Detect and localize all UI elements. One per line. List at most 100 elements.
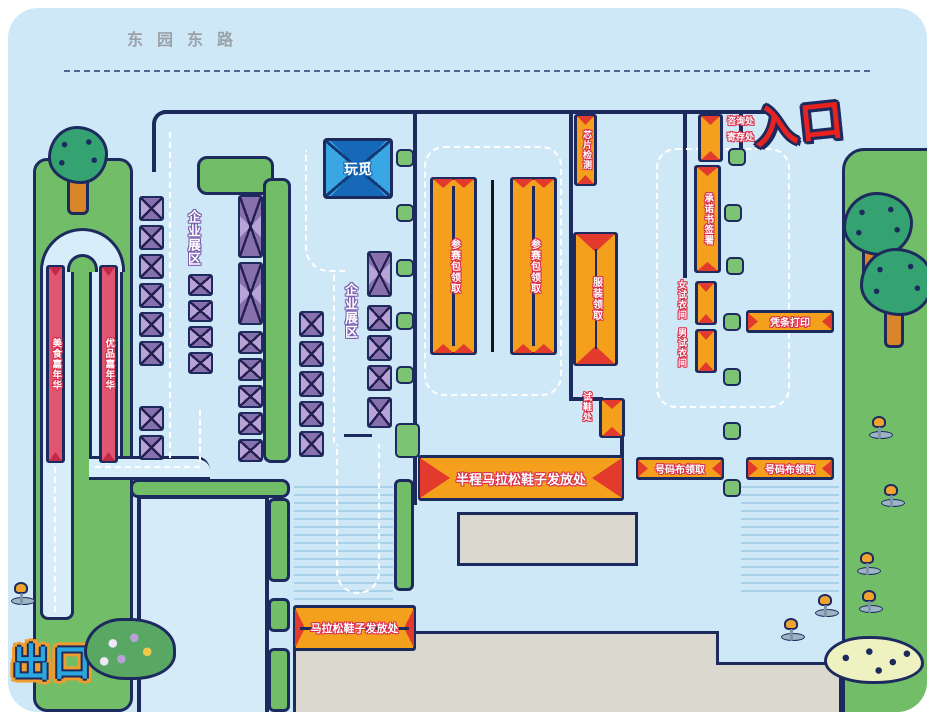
rest-point [726, 257, 744, 275]
flower [11, 582, 35, 605]
booth-women-fitting [695, 281, 717, 325]
exhibitor-tent [238, 412, 263, 435]
wall-vertical [569, 113, 573, 400]
rest-point [723, 368, 741, 386]
flower [869, 416, 893, 439]
exhibitor-tent [139, 341, 164, 366]
exhibitor-tent [188, 274, 213, 296]
tree-canopy [48, 126, 108, 184]
flower [815, 594, 839, 617]
grass-strip [394, 479, 414, 591]
exhibitor-tent [139, 254, 164, 279]
exhibitor-tent [367, 305, 392, 331]
booth-bib-pickup-right: 号码布领取 [746, 457, 834, 480]
rest-point [395, 423, 420, 458]
booth-chip-check: 芯片检测 [574, 114, 597, 186]
flower [781, 618, 805, 641]
rest-point [723, 422, 741, 440]
exhibitor-tent [139, 283, 164, 308]
route-path [305, 150, 345, 272]
exhibitor-tent [238, 439, 263, 462]
rest-point [728, 148, 746, 166]
wall-corner [152, 110, 182, 172]
route-queue-u [336, 444, 380, 594]
wall-jog [569, 397, 603, 401]
route-path [333, 275, 335, 443]
tree-canopy [843, 192, 913, 256]
booth-food-carnival: 美食嘉年华 [46, 265, 65, 463]
sand-mound [824, 636, 924, 684]
flower [859, 590, 883, 613]
rest-point [396, 204, 414, 222]
grass-block [197, 156, 274, 195]
label-enterprise-zone-2: 企业展区 [342, 283, 357, 339]
flower-bush [84, 618, 176, 680]
booth-apparel-pickup: 服装领取 [573, 232, 618, 366]
booth-info-storage [698, 114, 723, 162]
building-gray-bottom [293, 631, 719, 712]
rest-point [396, 366, 414, 384]
grass-strip [268, 498, 290, 582]
grass-strip [263, 178, 291, 463]
exhibitor-tent [139, 435, 164, 460]
building-gray [457, 512, 638, 566]
route-path [199, 410, 201, 462]
booth-race-pack-pickup-1: 参赛包领取 [430, 177, 477, 355]
exhibitor-tent [299, 401, 324, 427]
wall-entrance-side [739, 113, 743, 153]
road-dashed-line [64, 70, 870, 72]
sign-entrance: 入口 [751, 94, 848, 155]
exhibitor-tent [238, 331, 263, 354]
exhibitor-tent [188, 300, 213, 322]
exhibitor-tent [139, 196, 164, 221]
sign-exit: 出口 [12, 641, 95, 685]
map-world: 东园东路 [8, 8, 927, 712]
dash-mark [344, 434, 372, 437]
exhibitor-tent [188, 352, 213, 374]
wall-jog [620, 436, 624, 457]
wall-top [163, 110, 767, 114]
exhibitor-tent [139, 406, 164, 431]
rest-point [396, 312, 414, 330]
exhibitor-tent [299, 311, 324, 337]
booth-shoe-try [599, 398, 625, 438]
exhibitor-tent [299, 371, 324, 397]
label-enterprise-zone-1: 企业展区 [185, 210, 200, 266]
road-name: 东园东路 [127, 30, 248, 49]
route-path [169, 132, 171, 458]
exhibitor-tent [238, 358, 263, 381]
exhibitor-tent [367, 397, 392, 428]
label-info-desk: 咨询处 [727, 117, 755, 127]
building-gray-bottom-right [716, 662, 842, 712]
exhibitor-tent [238, 195, 263, 258]
label-storage: 寄存处 [727, 133, 755, 143]
flower [881, 484, 905, 507]
rest-point [723, 313, 741, 331]
booth-bib-pickup-left: 号码布领取 [636, 457, 724, 480]
wall-vertical [683, 113, 687, 278]
exhibitor-tent [238, 262, 263, 325]
route-connector [95, 466, 200, 468]
route-loop-packets [424, 146, 562, 396]
exhibitor-tent [367, 251, 392, 297]
booth-receipt-print: 凭条打印 [746, 310, 834, 333]
exhibitor-tent [238, 385, 263, 408]
rest-point [723, 479, 741, 497]
grass-strip [268, 598, 290, 632]
exhibitor-tent [367, 335, 392, 361]
label-women-fitting: 女试衣间 [676, 280, 686, 320]
booth-fun-tent: 玩觅 [323, 138, 393, 199]
exhibitor-tent [188, 326, 213, 348]
exhibitor-tent [139, 225, 164, 250]
plaza [137, 495, 269, 712]
divider-line [491, 180, 494, 352]
grass-strip [268, 648, 290, 712]
booth-race-pack-pickup-2: 参赛包领取 [510, 177, 557, 355]
queue-stripes-right [741, 486, 839, 592]
exhibitor-tent [299, 341, 324, 367]
tree-canopy [860, 248, 927, 316]
booth-marathon-shoes: 马拉松鞋子发放处 [293, 605, 416, 651]
flower [857, 552, 881, 575]
wall-vertical [413, 113, 417, 505]
